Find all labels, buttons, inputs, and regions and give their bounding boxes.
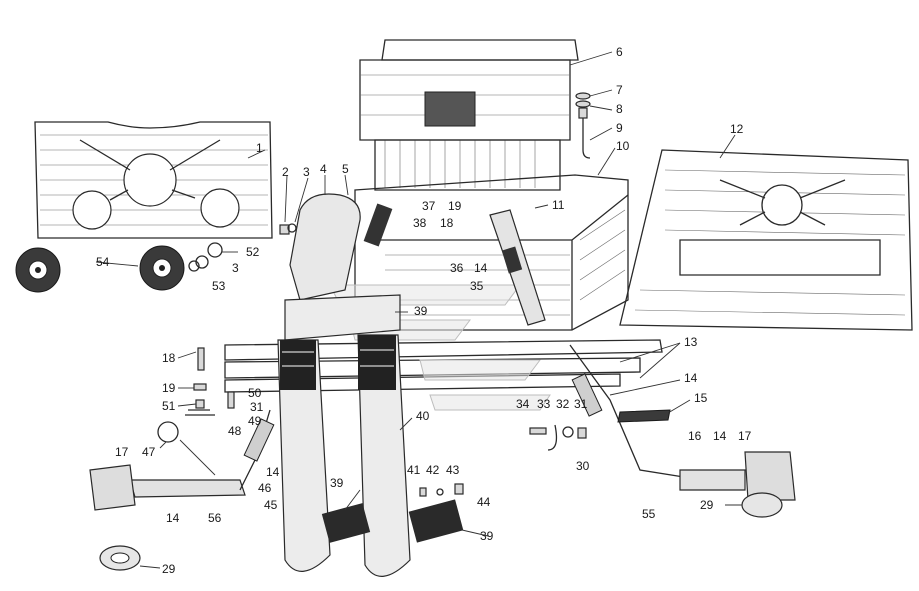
gasket-29 xyxy=(99,545,141,571)
callout-39-top: 39 xyxy=(414,304,428,318)
callout-37: 37 xyxy=(422,199,436,213)
washer-3 xyxy=(287,223,297,233)
callout-35: 35 xyxy=(470,279,484,293)
intake-elbow xyxy=(284,193,401,341)
callout-46: 46 xyxy=(258,481,272,495)
callout-8: 8 xyxy=(616,102,623,116)
callout-36: 36 xyxy=(450,261,464,275)
callout-5: 5 xyxy=(342,162,349,176)
callout-19-box: 19 xyxy=(448,199,462,213)
callout-31-right: 31 xyxy=(574,397,588,411)
small-fasteners-right xyxy=(529,424,587,451)
callout-30: 30 xyxy=(576,459,590,473)
callout-39-right: 39 xyxy=(480,529,494,543)
right-tube-assembly xyxy=(569,344,796,518)
vertical-hose-right xyxy=(357,334,411,577)
callout-44: 44 xyxy=(477,495,491,509)
callout-13: 13 xyxy=(684,335,698,349)
left-tube-assembly xyxy=(89,409,275,511)
callout-53: 53 xyxy=(212,279,226,293)
filter-housing-top xyxy=(359,39,579,191)
callout-12: 12 xyxy=(730,122,744,136)
callout-50: 50 xyxy=(248,386,262,400)
callout-9: 9 xyxy=(616,121,623,135)
callout-16: 16 xyxy=(688,429,702,443)
callout-14-box: 14 xyxy=(474,261,488,275)
callout-18-box: 18 xyxy=(440,216,454,230)
callout-43: 43 xyxy=(446,463,460,477)
callout-51: 51 xyxy=(162,399,176,413)
leader-lines xyxy=(95,51,742,569)
callout-10: 10 xyxy=(616,139,630,153)
callout-40: 40 xyxy=(416,409,430,423)
callout-29-right: 29 xyxy=(700,498,714,512)
callout-18-left: 18 xyxy=(162,351,176,365)
lower-clamp-right xyxy=(408,499,464,543)
right-mounting-plate xyxy=(619,149,913,331)
callout-3-lower: 3 xyxy=(232,261,239,275)
small-fasteners-left xyxy=(157,347,235,443)
callout-29-left: 29 xyxy=(162,562,176,576)
vertical-hose-left xyxy=(277,339,331,572)
callout-49: 49 xyxy=(248,414,262,428)
callout-6: 6 xyxy=(616,45,623,59)
callout-14-left-lower: 14 xyxy=(166,511,180,525)
callout-48: 48 xyxy=(228,424,242,438)
upper-hoses xyxy=(363,203,546,326)
callout-33: 33 xyxy=(537,397,551,411)
callout-1: 1 xyxy=(256,141,263,155)
callout-31-left: 31 xyxy=(250,400,264,414)
callout-11: 11 xyxy=(552,198,565,212)
label-strip-15 xyxy=(617,409,671,423)
left-mounting-plate xyxy=(34,121,273,239)
callout-52: 52 xyxy=(246,245,260,259)
callout-45: 45 xyxy=(264,498,278,512)
callout-54: 54 xyxy=(96,255,110,269)
callout-14-left-upper: 14 xyxy=(266,465,280,479)
fastener-stack xyxy=(575,92,591,159)
callout-42: 42 xyxy=(426,463,440,477)
callout-56: 56 xyxy=(208,511,222,525)
callout-41: 41 xyxy=(407,463,421,477)
callout-17-left: 17 xyxy=(115,445,129,459)
rubber-bushing-left xyxy=(15,247,61,293)
callout-2: 2 xyxy=(282,165,289,179)
callout-14-right-upper: 14 xyxy=(684,371,698,385)
callout-32: 32 xyxy=(556,397,570,411)
callout-34: 34 xyxy=(516,397,530,411)
callout-39-left: 39 xyxy=(330,476,344,490)
washer-set-52-53 xyxy=(188,242,223,272)
callout-14-right-lower: 14 xyxy=(713,429,727,443)
bolt-2 xyxy=(279,224,290,235)
callout-47: 47 xyxy=(142,445,156,459)
hardware-41-44 xyxy=(419,483,464,497)
callout-4: 4 xyxy=(320,162,327,176)
callout-7: 7 xyxy=(616,83,623,97)
callout-55: 55 xyxy=(642,507,656,521)
callout-19-left: 19 xyxy=(162,381,176,395)
callout-17-right: 17 xyxy=(738,429,752,443)
callout-38: 38 xyxy=(413,216,427,230)
callout-labels: 1 2 3 3 4 5 6 7 8 9 10 11 12 13 14 14 14… xyxy=(96,45,752,576)
callout-3: 3 xyxy=(303,165,310,179)
rubber-bushing-right xyxy=(139,245,185,291)
lower-clamp-left xyxy=(321,503,371,543)
callout-15: 15 xyxy=(694,391,708,405)
